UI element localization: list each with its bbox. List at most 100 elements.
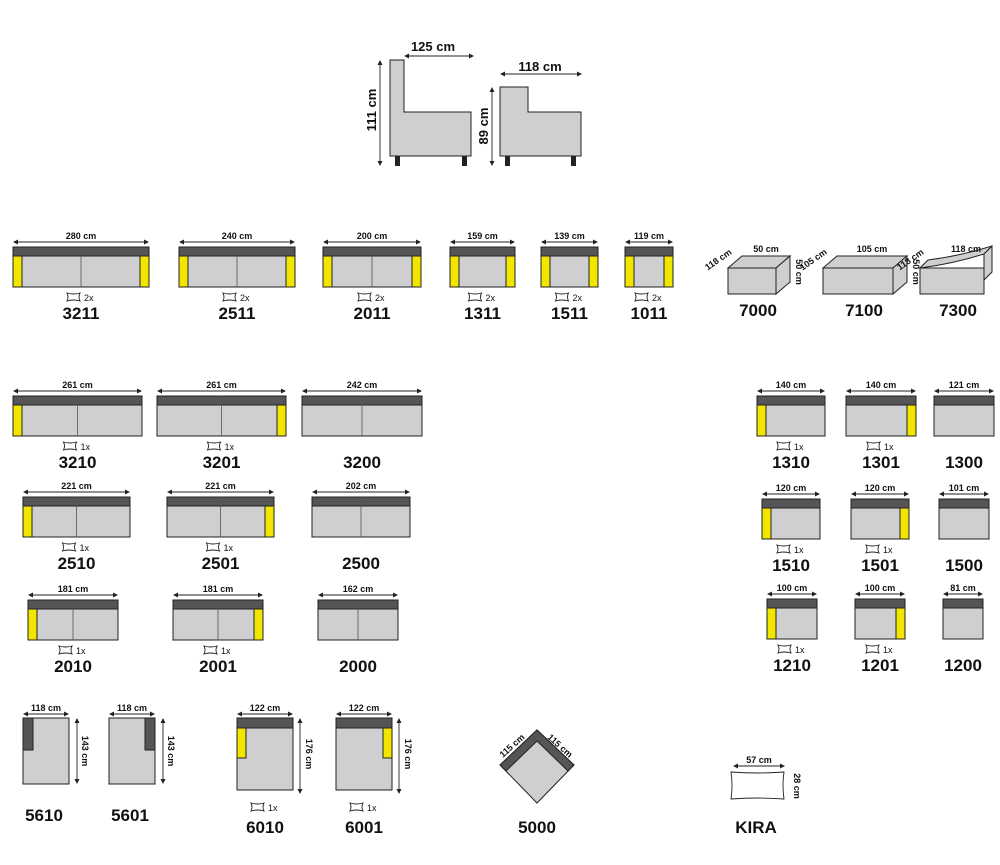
backrest [850, 498, 910, 509]
pillow-icon [777, 644, 792, 654]
width-arrow-head-right [815, 491, 820, 497]
pillow-icon [467, 292, 483, 302]
pillow-count: 1x [80, 543, 90, 553]
pillow-icon [634, 292, 649, 302]
armrest-left [22, 505, 33, 538]
width-arrow-head-left [541, 239, 546, 245]
model-code: 3211 [63, 304, 100, 323]
model-code: 7000 [739, 301, 777, 320]
profile-leg [462, 156, 467, 166]
width-arrow-head-left [173, 592, 178, 598]
model-code: 2001 [199, 657, 237, 676]
model-code: 2010 [54, 657, 92, 676]
length-arrow-head-top [160, 718, 166, 723]
width-arrow-head-left [757, 388, 762, 394]
length-label: 143 cm [80, 736, 90, 767]
armrest-right [253, 608, 264, 641]
width-label: 181 cm [203, 584, 234, 594]
armrest-right [895, 607, 906, 640]
width-arrow-head-right [113, 592, 118, 598]
width-label: 221 cm [205, 481, 236, 491]
backrest [449, 246, 516, 257]
armrest-right [505, 255, 516, 288]
depth-arrow-head-left [500, 71, 505, 77]
model-code: 2501 [202, 554, 240, 573]
pillow-count: 1x [224, 543, 234, 553]
height-arrow-head-top [489, 87, 495, 92]
armrest-left [761, 507, 772, 540]
backrest [766, 598, 818, 609]
width-arrow-head-left [318, 592, 323, 598]
width-arrow-head-right [984, 491, 989, 497]
model-code: 2511 [219, 304, 256, 323]
width-label: 162 cm [343, 584, 374, 594]
depth-arrow-head-right [469, 53, 474, 59]
width-arrow-head-right [820, 388, 825, 394]
model-code: 1311 [464, 304, 501, 323]
height-label: 50 cm [911, 259, 921, 285]
height-label: 89 cm [476, 108, 491, 145]
model-code: 1501 [861, 556, 899, 575]
kira-pillow-shape [730, 771, 785, 800]
armrest-left [322, 255, 333, 288]
model-code: 1200 [944, 656, 982, 675]
length-arrow-head-bottom [297, 789, 303, 794]
pillow-icon [776, 544, 791, 554]
pillow-icon [866, 441, 881, 451]
pillow-count: 2x [240, 293, 250, 303]
depth-arrow-head-right [577, 71, 582, 77]
length-label: 143 cm [166, 736, 176, 767]
width-arrow-head-left [179, 239, 184, 245]
width-label: 100 cm [777, 583, 808, 593]
width-arrow-head-right [144, 239, 149, 245]
width-arrow-head-right [417, 388, 422, 394]
depth-label: 118 cm [518, 59, 561, 74]
height-arrow-head-bottom [489, 161, 495, 166]
width-label: 140 cm [866, 380, 897, 390]
pillow-count: 1x [884, 442, 894, 452]
pillow-icon [61, 542, 77, 552]
width-label: 118 cm [117, 703, 147, 713]
armrest [236, 727, 247, 759]
depth-label: 125 cm [411, 39, 455, 54]
profile-shape [389, 59, 472, 157]
ottoman-front [919, 267, 985, 295]
width-label: 121 cm [949, 380, 980, 390]
width-label: 120 cm [776, 483, 807, 493]
model-code: 2500 [342, 554, 380, 573]
backrest [942, 598, 984, 609]
width-label: 120 cm [865, 483, 896, 493]
armrest-right [899, 507, 910, 540]
backrest [761, 498, 821, 509]
pillow-count: 1x [795, 645, 805, 655]
width-label: 118 cm [951, 244, 981, 254]
height-label: 50 cm [794, 259, 804, 285]
profile-shape [499, 86, 582, 157]
pillow-icon [865, 544, 880, 554]
pillow-count: 2x [573, 293, 583, 303]
height-arrow-head-bottom [377, 161, 383, 166]
pillow-icon [865, 644, 880, 654]
pillow-count: 2x [652, 293, 662, 303]
width-arrow-head-right [911, 388, 916, 394]
length-arrow-head-bottom [396, 789, 402, 794]
length-arrow-head-top [74, 718, 80, 723]
profile-leg [505, 156, 510, 166]
